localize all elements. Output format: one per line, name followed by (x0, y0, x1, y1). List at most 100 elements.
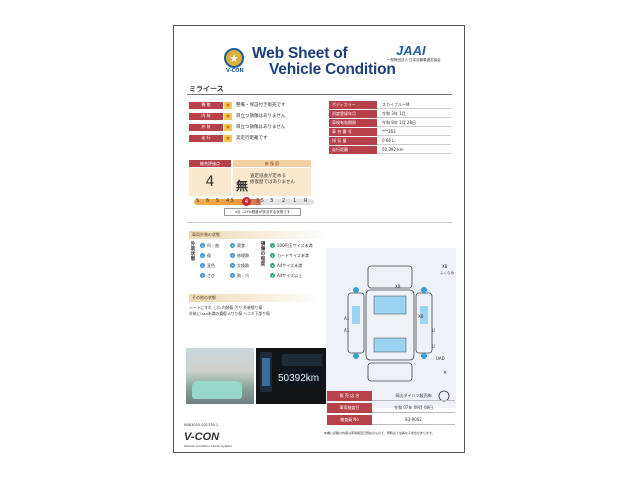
diagram-mark: XB (442, 264, 448, 269)
diagram-mark: XB (418, 314, 424, 319)
size-dot-icon: 2 (270, 253, 275, 258)
diagram-mark: U (432, 328, 435, 333)
diagram-mark: XB (395, 284, 401, 289)
spec-key: 初度登録年月 (329, 110, 377, 118)
other-notes: シートにすれ しわ 内装傷 汚り 外装擦り傷 外装にUaa未満の損傷 Aりり傷 … (189, 305, 270, 316)
history-header: 修 復 歴 (233, 160, 311, 167)
dealer-row: 検査員 No 83-9002 (327, 415, 455, 425)
grade-scale-tick: R (304, 198, 308, 204)
spec-row: 排 気 量 0.66 L (329, 137, 451, 145)
odometer-photo (256, 348, 326, 404)
gauge-glow-icon (260, 352, 322, 392)
grade-scale-tick: 2 (282, 198, 286, 204)
quality-row: 走 行 ★ 実走行距離です (189, 134, 311, 142)
dealer-row: 販 売 店 名 岡山ダイハツ販売㈱ (327, 391, 455, 401)
grade-scale-tick: 5 (216, 198, 220, 204)
dealer-key: 車両検査日 (327, 403, 372, 413)
dealer-value: 岡山ダイハツ販売㈱ (372, 391, 455, 401)
grade-scale-bar (194, 199, 314, 205)
dealer-key: 販 売 店 名 (327, 391, 372, 401)
car-body-shape (192, 381, 242, 399)
legend-text: 変色 (207, 262, 215, 268)
grade-scale-tick: 4.5 (226, 198, 234, 204)
other-note-line2: 外装にUaa未満の損傷 Aりり傷 ヘコミ下部り傷 (189, 310, 270, 316)
legend-text: さび (207, 272, 215, 278)
spec-value: 50,392 km (377, 146, 451, 154)
history-text: 査定協会が定める 修復歴ではありません (250, 174, 295, 186)
diagram-mark: UAD (436, 356, 445, 361)
car-outline-icon (326, 248, 456, 408)
car-diagram (326, 248, 456, 408)
diagram-mark: A1 (344, 328, 350, 333)
size-dot-icon: 4 (270, 273, 275, 278)
legend-text: 割・穴 (237, 272, 249, 278)
dealer-key: 検査員 No (327, 415, 372, 425)
vcon-badge-label: V-CON (226, 68, 244, 74)
footer-code: N083055-001376-1 (184, 423, 219, 427)
quality-text: 整備・保証付き販売です (236, 103, 286, 108)
spec-row: ボディカラー スカイブルーM (329, 101, 451, 109)
quality-text: 実走行距離です (236, 136, 268, 141)
spec-key: 排 気 量 (329, 137, 377, 145)
grade-scale-tick: 6 (206, 198, 210, 204)
spec-key: ボディカラー (329, 101, 377, 109)
spec-row: 車 台 番 号 ***383 (329, 128, 451, 136)
grade-header: 総合評価点 (189, 160, 231, 167)
size-label: 損傷の程度 (260, 242, 266, 267)
diagram-mark: ふくらみ (440, 271, 454, 275)
spec-row: 走行距離 50,392 km (329, 146, 451, 154)
quality-label: 内 装 (189, 112, 223, 120)
quality-row: 内 装 ★ 目立つ損傷はありません (189, 112, 311, 120)
star-icon: ★ (224, 123, 232, 131)
legend-dot-icon: ④ (200, 273, 205, 278)
size-text: 500円玉サイズ未満 (277, 242, 313, 248)
spec-value: 令和 8年 1月 28日 (377, 119, 451, 127)
spec-key: 走行距離 (329, 146, 377, 154)
other-note-line1: シートにすれ しわ 内装傷 汚り 外装擦り傷 (189, 305, 263, 310)
legend-dot-icon: ⑦ (230, 263, 235, 268)
exterior-label: 外装状態 (190, 242, 196, 262)
size-text: カードサイズ未満 (277, 252, 309, 258)
footer-subtitle: Vehicle Condition Check System (184, 444, 233, 448)
footer-logo: V-CON (184, 431, 220, 443)
quality-text: 目立つ損傷はありません (236, 114, 286, 119)
dealer-value: 83-9002 (372, 415, 455, 425)
quality-label: 機 能 (189, 101, 223, 109)
grade-scale-tick: 3 (270, 198, 274, 204)
spec-value: ***383 (377, 128, 451, 136)
size-dot-icon: 3 (270, 263, 275, 268)
history-mark: 無 (236, 179, 249, 193)
quality-row: 機 能 ★ 整備・保証付き販売です (189, 101, 311, 109)
model-divider (187, 94, 452, 95)
spec-key: 車 台 番 号 (329, 128, 377, 136)
other-header: その他の状態 (189, 294, 319, 302)
vcon-badge-icon: ★ (224, 48, 244, 68)
legend-dot-icon: ⑤ (230, 243, 235, 248)
spec-row: 車検有効期限 令和 8年 1月 28日 (329, 119, 451, 127)
legend-dot-icon: ⑧ (230, 273, 235, 278)
legend-text: 腐食 (237, 242, 245, 248)
legend-dot-icon: ① (200, 243, 205, 248)
legend-text: 交換跡 (237, 262, 249, 268)
spec-value: スカイブルーM (377, 101, 451, 109)
spec-key: 車検有効期限 (329, 119, 377, 127)
star-icon: ★ (224, 134, 232, 142)
model-name: ミライース (189, 85, 224, 93)
history-box (233, 168, 311, 196)
grade-scale-tick: 1 (293, 198, 297, 204)
history-text-line1: 査定協会が定める (250, 174, 286, 179)
star-icon: ★ (224, 112, 232, 120)
odometer-reading: 50392km (278, 373, 320, 384)
size-text: A4サイズ未満 (277, 262, 303, 268)
jaai-org-name: 一般財団法人 日本自動車査定協会 (387, 58, 441, 62)
